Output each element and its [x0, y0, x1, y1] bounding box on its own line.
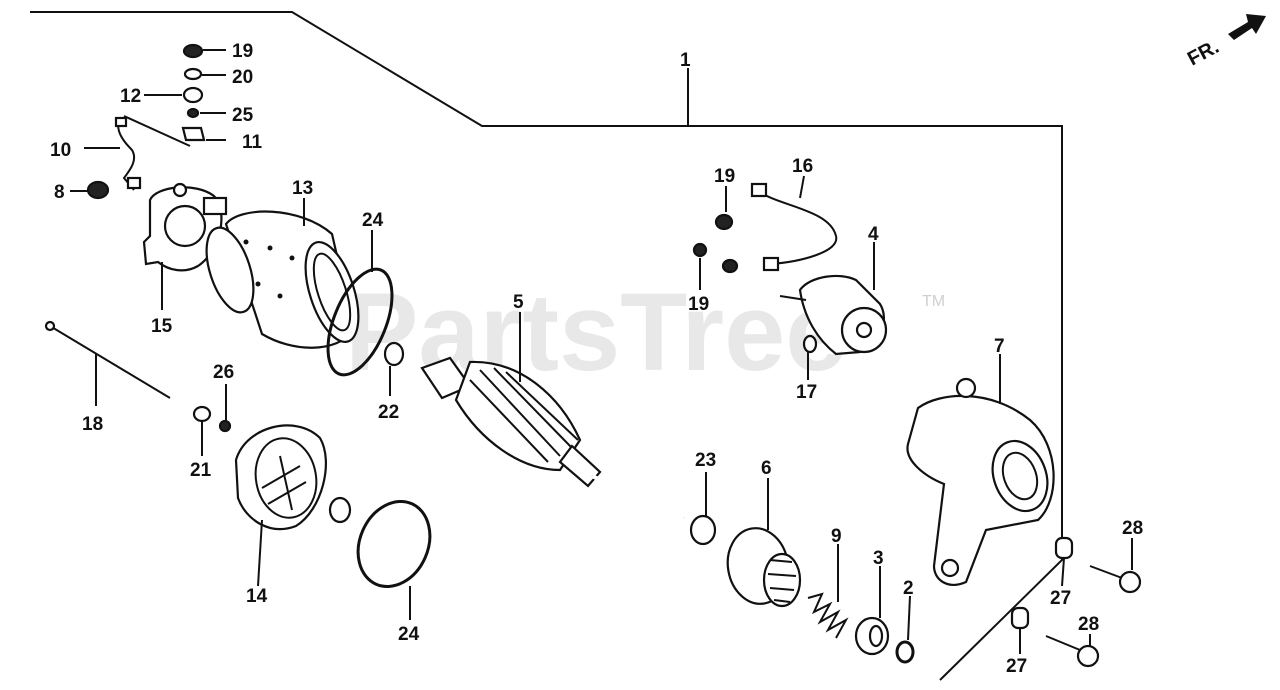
- callout-27-upper: 27: [1050, 588, 1071, 609]
- callout-24-upper: 24: [362, 210, 384, 231]
- front-arrow-icon: [1228, 14, 1266, 40]
- callout-22: 22: [378, 402, 399, 423]
- snap-ring: [895, 640, 915, 664]
- leader-lines: [70, 49, 1133, 654]
- callout-1: 1: [680, 50, 691, 71]
- callout-13: 13: [292, 178, 313, 199]
- callout-7: 7: [994, 336, 1005, 357]
- nut-19b: [714, 213, 734, 231]
- solenoid: [779, 274, 888, 356]
- armature: [420, 356, 685, 520]
- o-ring-upper: [326, 267, 394, 377]
- callout-16: 16: [792, 156, 813, 177]
- nut-19c: [692, 242, 708, 258]
- callout-24-lower: 24: [398, 624, 420, 645]
- callout-labels: 1 2 3 4 5 6 7 8 9 10 11 12 13 14 15 16 1…: [50, 41, 1143, 677]
- callout-15: 15: [151, 316, 173, 337]
- watermark-text: PartsTree: [345, 271, 846, 394]
- washer-26: [218, 419, 232, 433]
- drive-housing: [906, 377, 1055, 586]
- bearing: [328, 496, 352, 524]
- hardware-stack: [181, 43, 206, 142]
- callout-3: 3: [873, 548, 884, 569]
- washer-23: [689, 514, 717, 546]
- callout-28-upper: 28: [1122, 518, 1143, 539]
- stop-collar: [854, 616, 890, 656]
- callout-20: 20: [232, 67, 253, 88]
- callout-10: 10: [50, 140, 71, 161]
- motor-yoke: [205, 210, 360, 349]
- callout-2: 2: [903, 578, 914, 599]
- callout-26: 26: [213, 362, 234, 383]
- callout-19-upper: 19: [714, 166, 735, 187]
- callout-27-lower: 27: [1006, 656, 1027, 677]
- dowel-27a: [1054, 536, 1074, 560]
- callout-5: 5: [513, 292, 524, 313]
- spring: [807, 592, 849, 639]
- callout-23: 23: [695, 450, 716, 471]
- callout-25: 25: [232, 105, 254, 126]
- callout-19-lower: 19: [688, 294, 709, 315]
- nut-19d: [721, 258, 739, 274]
- o-ring-lower: [356, 499, 432, 589]
- callout-17: 17: [796, 382, 817, 403]
- front-label: FR.: [1184, 36, 1223, 71]
- callout-4: 4: [868, 224, 879, 245]
- brush-lead: [86, 115, 191, 200]
- callout-18: 18: [82, 414, 103, 435]
- callout-21: 21: [190, 460, 212, 481]
- callout-28-lower: 28: [1078, 614, 1099, 635]
- callout-9: 9: [831, 526, 842, 547]
- callout-19-top: 19: [232, 41, 253, 62]
- through-bolt: [44, 320, 171, 399]
- callout-12: 12: [120, 86, 141, 107]
- watermark-trademark: TM: [922, 293, 945, 310]
- callout-8: 8: [54, 182, 65, 203]
- callout-6: 6: [761, 458, 772, 479]
- dowel-27b: [1010, 606, 1030, 630]
- washer-22: [383, 341, 405, 367]
- callout-14: 14: [246, 586, 268, 607]
- bolt-28a: [1089, 565, 1142, 594]
- bolt-28b: [1045, 635, 1100, 668]
- callout-11: 11: [242, 132, 263, 153]
- assembly-outline: [30, 11, 1063, 681]
- rear-end-cover: [234, 424, 327, 531]
- pinion-clutch: [726, 527, 802, 608]
- front-direction-indicator: FR.: [1184, 14, 1266, 70]
- screw-17: [802, 334, 818, 354]
- nut-21: [192, 405, 212, 423]
- solenoid-lead: [750, 182, 838, 272]
